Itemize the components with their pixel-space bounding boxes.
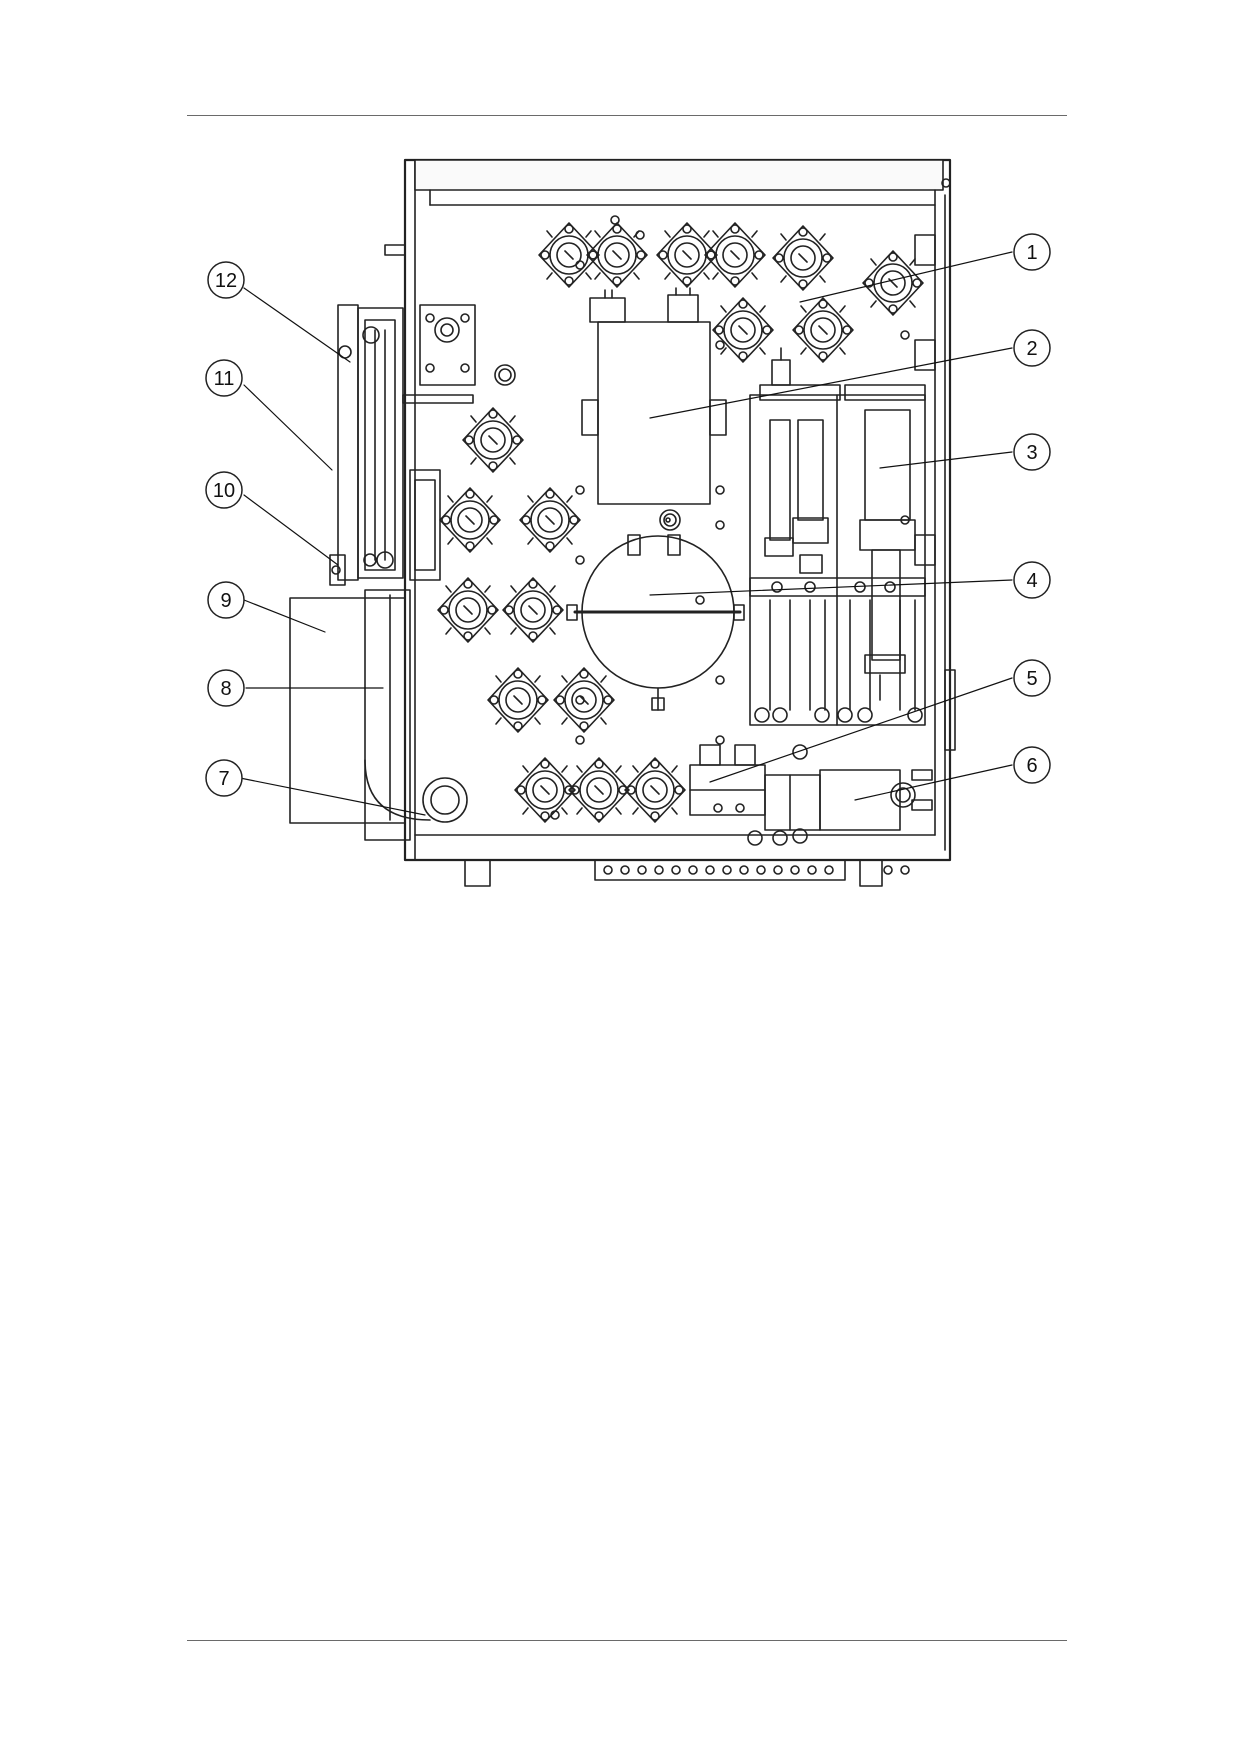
callout-10: 10 [205, 471, 243, 509]
callout-number: 8 [220, 678, 231, 700]
callout-number: 10 [213, 480, 235, 502]
callout-12: 12 [207, 261, 245, 299]
callout-number: 3 [1026, 442, 1037, 464]
drain-port [422, 777, 468, 823]
callout-number: 12 [215, 270, 237, 292]
left-bracket-assembly [329, 244, 476, 841]
leader-lines [239, 251, 1013, 816]
side-panel [289, 597, 406, 824]
footer-rule [187, 1640, 1067, 1641]
callout-2: 2 [1013, 329, 1051, 367]
callout-number: 2 [1026, 338, 1037, 360]
callout-11: 11 [205, 359, 243, 397]
module-box [581, 287, 727, 505]
callout-number: 6 [1026, 755, 1037, 777]
callout-4: 4 [1013, 561, 1051, 599]
callout-8: 8 [207, 669, 245, 707]
callout-number: 5 [1026, 668, 1037, 690]
solenoid-block [747, 744, 933, 846]
callout-number: 9 [220, 590, 231, 612]
callout-7: 7 [205, 759, 243, 797]
callout-3: 3 [1013, 433, 1051, 471]
callout-6: 6 [1013, 746, 1051, 784]
callout-9: 9 [207, 581, 245, 619]
callout-number: 7 [218, 768, 229, 790]
callout-number: 4 [1026, 570, 1037, 592]
callout-number: 11 [214, 368, 235, 390]
callout-1: 1 [1013, 233, 1051, 271]
callout-5: 5 [1013, 659, 1051, 697]
header-rule [187, 115, 1067, 116]
round-chamber [566, 517, 745, 711]
lower-valve-block [689, 744, 766, 816]
chassis [403, 158, 956, 887]
terminal-holes [603, 865, 910, 875]
callout-number: 1 [1026, 242, 1037, 264]
syringe-pumps [749, 347, 926, 726]
